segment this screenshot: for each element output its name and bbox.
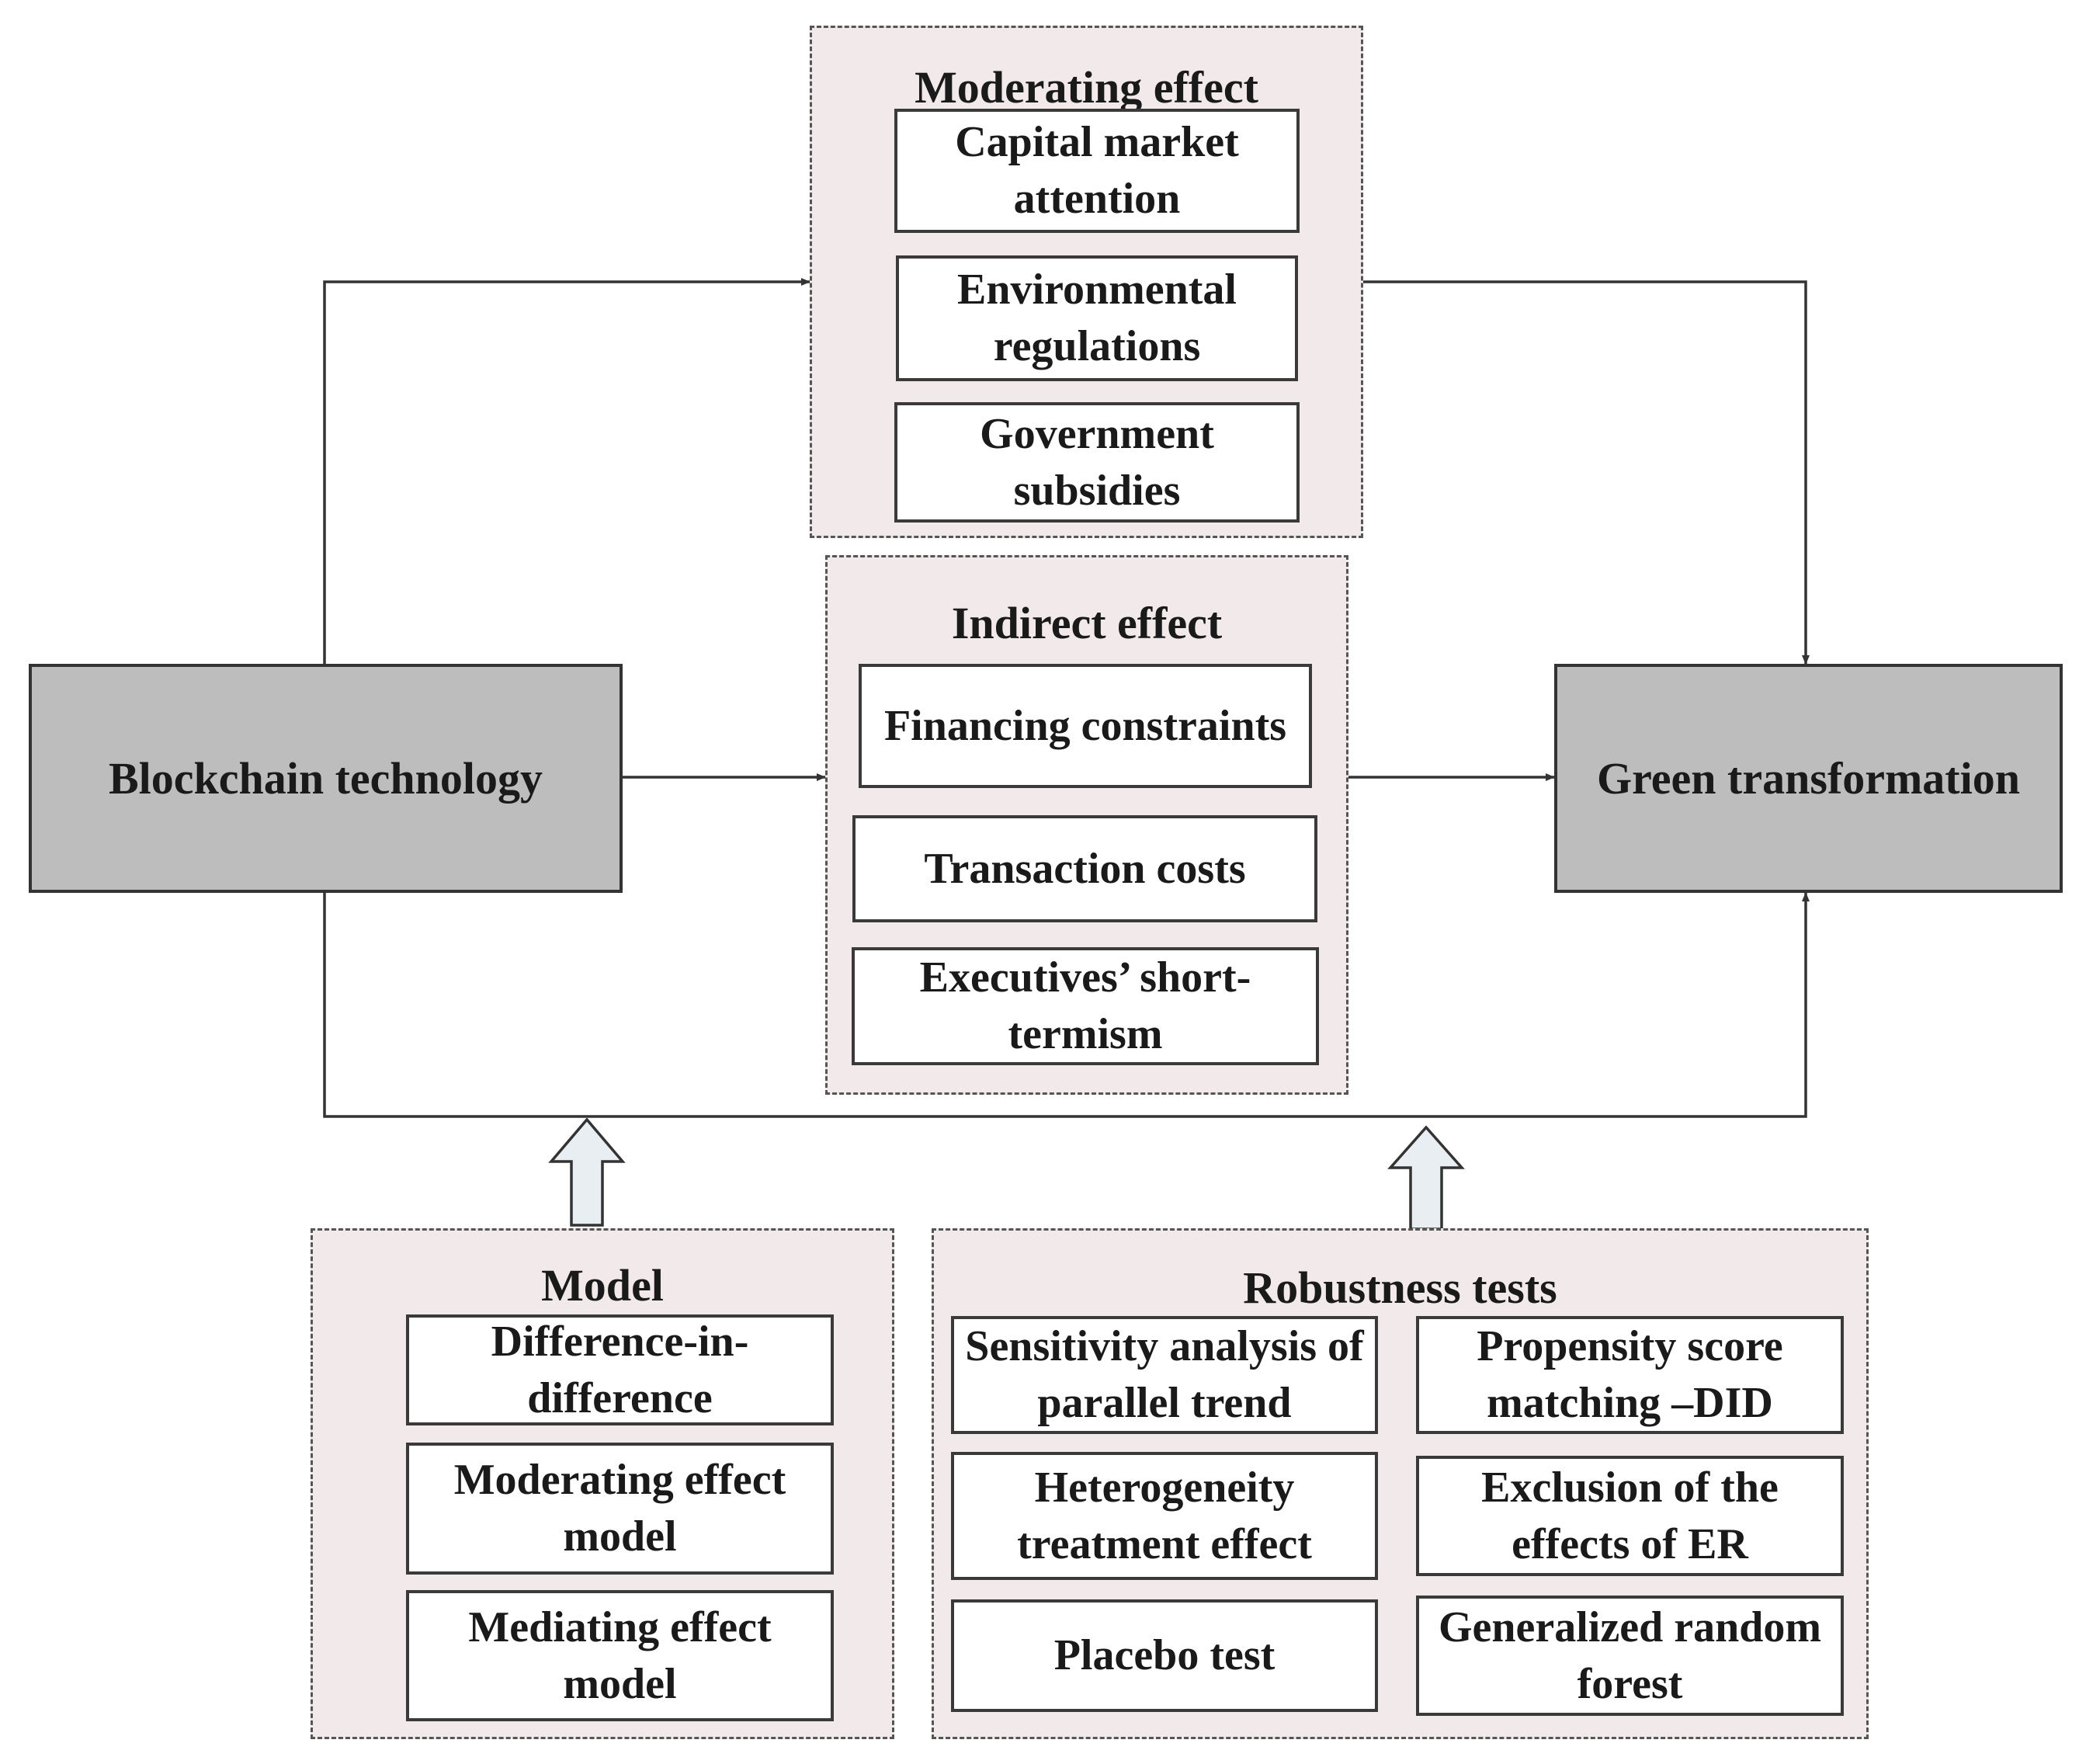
arrow-moderating-to-green: [1363, 280, 1810, 665]
green-transformation-label: Green transformation: [1597, 753, 2020, 804]
green-transformation-node: Green transformation: [1554, 664, 2063, 893]
model-item: Difference-in-difference: [406, 1314, 834, 1425]
blockchain-technology-label: Blockchain technology: [108, 753, 543, 804]
model-item: Moderating effect model: [406, 1443, 834, 1575]
moderating-effect-title: Moderating effect: [915, 62, 1258, 113]
indirect-item: Transaction costs: [852, 815, 1317, 922]
robustness-item: Sensitivity analysis of parallel trend: [951, 1316, 1378, 1434]
moderating-item: Environmental regulations: [896, 255, 1298, 381]
robustness-item: Generalized random forest: [1416, 1596, 1844, 1716]
robustness-item: Heterogeneity treatment effect: [951, 1452, 1378, 1580]
moderating-item: Government subsidies: [894, 402, 1300, 523]
arrow-blockchain-to-moderating: [323, 278, 810, 664]
arrow-direct-effect: [323, 892, 1810, 1118]
robustness-tests-title: Robustness tests: [1243, 1262, 1557, 1313]
indirect-effect-title: Indirect effect: [951, 598, 1223, 648]
robustness-item: Propensity score matching –DID: [1416, 1316, 1844, 1434]
indirect-item: Executives’ short-termism: [852, 947, 1319, 1065]
up-arrow-icon: [548, 1118, 626, 1227]
robustness-item: Placebo test: [951, 1599, 1378, 1712]
robustness-item: Exclusion of the effects of ER: [1416, 1456, 1844, 1576]
model-item: Mediating effect model: [406, 1590, 834, 1721]
blockchain-technology-node: Blockchain technology: [29, 664, 623, 893]
up-arrow-icon: [1387, 1126, 1465, 1231]
model-title: Model: [541, 1260, 664, 1311]
moderating-item: Capital market attention: [894, 109, 1300, 233]
indirect-item: Financing constraints: [859, 664, 1312, 788]
